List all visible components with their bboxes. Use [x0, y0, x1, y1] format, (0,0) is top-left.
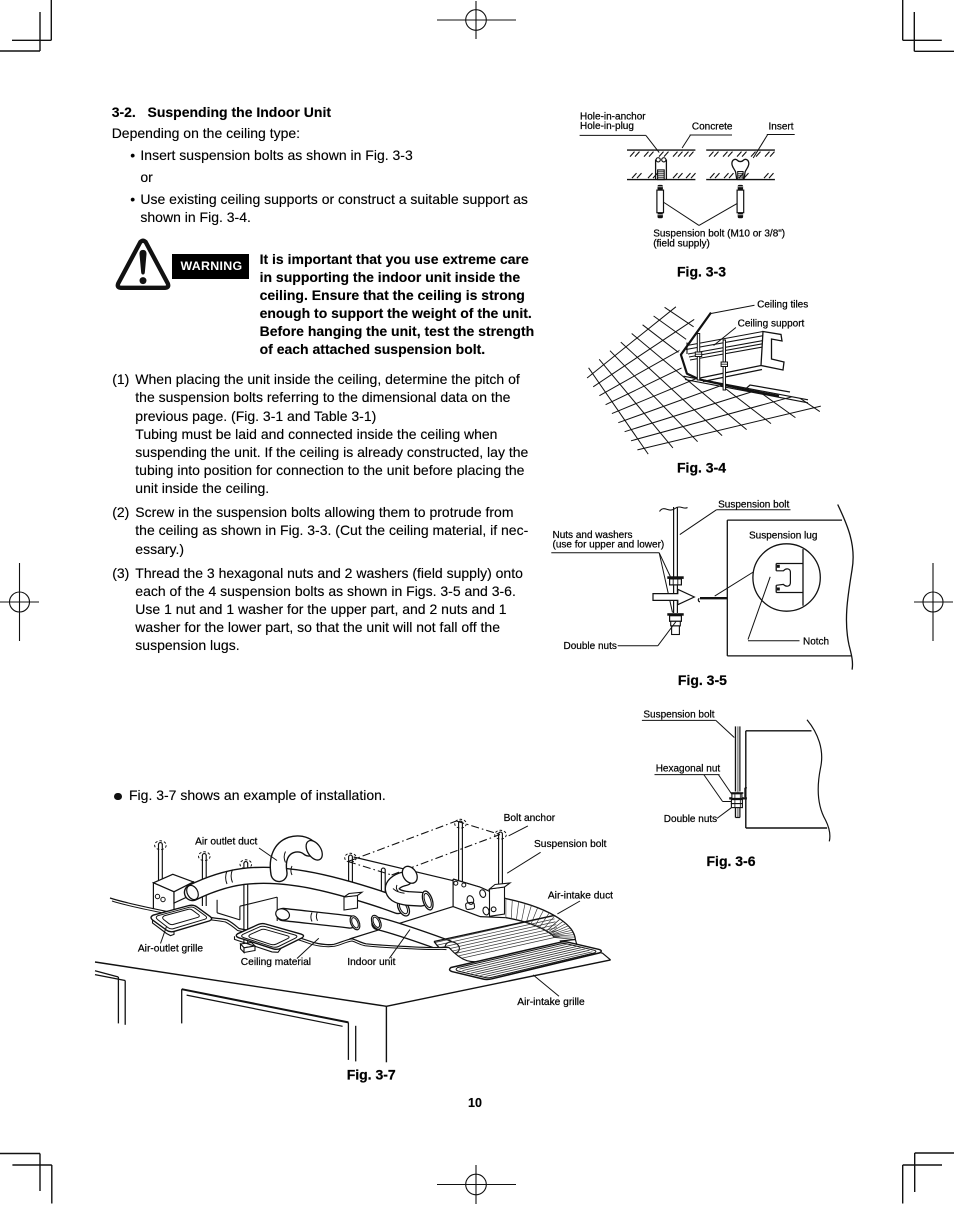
svg-text:Ceiling material: Ceiling material: [241, 957, 311, 968]
svg-text:Bolt anchor: Bolt anchor: [504, 813, 556, 824]
svg-text:Insert: Insert: [769, 122, 794, 133]
svg-text:Fig. 3-4: Fig. 3-4: [677, 459, 726, 475]
svg-text:Double nuts: Double nuts: [564, 641, 617, 652]
svg-text:Hexagonal nut: Hexagonal nut: [656, 764, 721, 775]
svg-text:Suspension lug: Suspension lug: [749, 530, 817, 541]
svg-text:Air-outlet grille: Air-outlet grille: [138, 943, 203, 954]
svg-text:Ceiling tiles: Ceiling tiles: [757, 299, 808, 310]
svg-text:Fig. 3-5: Fig. 3-5: [678, 672, 727, 688]
svg-text:Air outlet duct: Air outlet duct: [195, 836, 257, 847]
svg-text:Suspension bolt: Suspension bolt: [718, 499, 789, 510]
svg-text:(field supply): (field supply): [653, 238, 710, 249]
svg-text:Indoor unit: Indoor unit: [347, 957, 395, 968]
svg-text:Air-intake duct: Air-intake duct: [548, 891, 613, 902]
svg-text:Air-intake grille: Air-intake grille: [517, 997, 585, 1008]
svg-text:Notch: Notch: [803, 636, 829, 647]
svg-text:Suspension bolt: Suspension bolt: [534, 839, 607, 850]
svg-text:Hole-in-plug: Hole-in-plug: [580, 121, 634, 132]
svg-text:Nuts and washers: Nuts and washers: [553, 530, 633, 541]
svg-text:Fig. 3-3: Fig. 3-3: [677, 263, 726, 279]
svg-text:Suspension bolt: Suspension bolt: [643, 709, 714, 720]
svg-text:Suspension bolt (M10 or 3/8"): Suspension bolt (M10 or 3/8"): [653, 229, 785, 240]
svg-text:(use for upper and lower): (use for upper and lower): [553, 540, 665, 551]
svg-text:Double nuts: Double nuts: [664, 814, 717, 825]
svg-text:Concrete: Concrete: [692, 122, 733, 133]
svg-text:Fig. 3-6: Fig. 3-6: [707, 853, 756, 869]
svg-text:Ceiling support: Ceiling support: [738, 319, 805, 330]
svg-text:Hole-in-anchor: Hole-in-anchor: [580, 111, 646, 122]
svg-text:Fig. 3-7: Fig. 3-7: [347, 1067, 396, 1083]
